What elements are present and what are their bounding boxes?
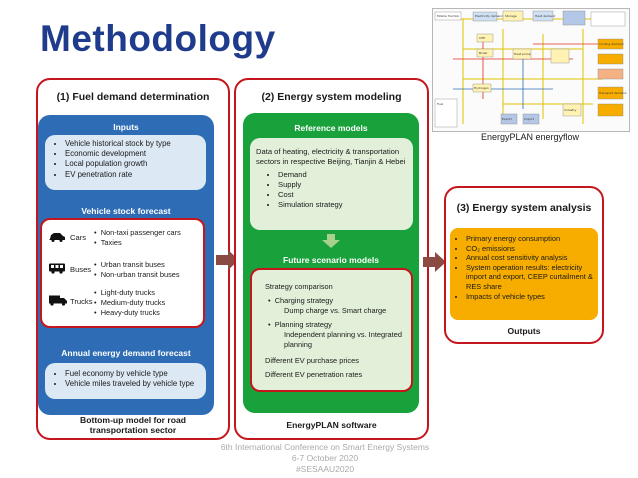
conference-footer: 6th International Conference on Smart En…: [180, 442, 470, 475]
input-item: Economic development: [65, 149, 202, 159]
vehicle-stock-heading: Vehicle stock forecast: [81, 206, 171, 216]
output-item: Impacts of vehicle types: [466, 292, 593, 302]
buses-item: Urban transit buses: [100, 260, 165, 269]
cars-list: • Non-taxi passenger cars • Taxies: [94, 228, 181, 247]
future-scenario-heading: Future scenario models: [283, 255, 379, 265]
annual-demand-heading: Annual energy demand forecast: [61, 348, 191, 358]
flow-node-boiler: Boiler: [479, 51, 488, 55]
arrow-to-analysis-icon: [423, 252, 446, 272]
flow-node-export: Export: [502, 117, 513, 121]
flow-node-import: Import: [524, 117, 535, 121]
strategy-comparison-label: Strategy comparison: [265, 282, 333, 291]
page-title: Methodology: [40, 18, 276, 59]
inputs-box: Vehicle historical stock by type Economi…: [45, 135, 206, 190]
arrow-to-modeling-icon: [216, 250, 239, 270]
ev-price-scenario: Different EV purchase prices: [265, 356, 359, 365]
flow-node-transport: Transport demand: [598, 91, 626, 95]
flow-node-heat: Heat demand: [535, 14, 555, 18]
charging-strategy-detail: Dump charge vs. Smart charge: [284, 306, 387, 315]
bottom-up-caption-line1: Bottom-up model for road: [80, 415, 186, 425]
conference-name: 6th International Conference on Smart En…: [220, 442, 430, 452]
reference-models-heading: Reference models: [294, 123, 368, 133]
flow-node-mobile: Mobile fraction: [437, 14, 459, 18]
trucks-label: Trucks: [70, 297, 93, 306]
buses-item: Non-urban transit buses: [100, 270, 180, 279]
vehicle-stock-box: Cars • Non-taxi passenger cars • Taxies …: [40, 218, 205, 328]
output-item: System operation results: electricity im…: [466, 263, 593, 292]
trucks-list: • Light-duty trucks • Medium-duty trucks…: [94, 288, 166, 317]
flow-node-hydrogen: Hydrogen: [474, 86, 489, 90]
flow-node-cooling: Cooling demand: [599, 42, 624, 46]
annual-demand-box: Fuel economy by vehicle type Vehicle mil…: [45, 363, 206, 399]
energyflow-diagram-svg: Mobile fraction Electricity demand Stora…: [434, 10, 626, 128]
flow-node-elec: Electricity demand: [475, 14, 503, 18]
energyplan-caption: EnergyPLAN software: [286, 420, 377, 430]
reference-item: Cost: [278, 190, 408, 200]
conference-dates: 6-7 October 2020: [291, 453, 359, 463]
buses-label: Buses: [70, 265, 92, 274]
output-item: CO₂ emissions: [466, 244, 593, 254]
reference-item: Demand: [278, 170, 408, 180]
outputs-box: Primary energy consumption CO₂ emissions…: [450, 228, 598, 320]
output-item: Annual cost sensitivity analysis: [466, 253, 593, 263]
trucks-item: Heavy-duty trucks: [100, 308, 160, 317]
bus-icon: [49, 263, 65, 274]
ev-penetration-scenario: Different EV penetration rates: [265, 370, 363, 379]
arrow-down-icon: [322, 234, 340, 248]
input-item: EV penetration rate: [65, 170, 202, 180]
energy-system-analysis-heading: (3) Energy system analysis: [456, 202, 592, 214]
reference-intro: Data of heating, electricity & transport…: [256, 147, 406, 166]
energyflow-diagram-image: Mobile fraction Electricity demand Stora…: [432, 8, 630, 132]
planning-strategy: • Planning strategy: [268, 320, 332, 329]
input-item: Vehicle historical stock by type: [65, 139, 202, 149]
energy-system-modeling-heading: (2) Energy system modeling: [261, 91, 402, 103]
annual-item: Fuel economy by vehicle type: [65, 369, 202, 379]
flow-node-industry: Industry: [564, 108, 577, 112]
cars-label: Cars: [70, 233, 87, 242]
outputs-caption: Outputs: [507, 326, 541, 336]
output-item: Primary energy consumption: [466, 234, 593, 244]
energyflow-caption: EnergyPLAN energyflow: [480, 132, 580, 142]
flow-node-chp: CHP: [479, 36, 485, 40]
annual-item: Vehicle miles traveled by vehicle type: [65, 379, 202, 389]
cars-item: Non-taxi passenger cars: [100, 228, 181, 237]
inputs-heading: Inputs: [113, 122, 139, 132]
conference-hashtag: #SESAAU2020: [295, 464, 355, 474]
car-icon: [49, 233, 65, 242]
reference-models-box: Data of heating, electricity & transport…: [250, 138, 413, 230]
trucks-item: Light-duty trucks: [100, 288, 155, 297]
flow-node-hp: Heat pump: [514, 52, 531, 56]
truck-icon: [49, 295, 67, 306]
buses-list: • Urban transit buses • Non-urban transi…: [94, 260, 180, 279]
bottom-up-caption-line2: transportation sector: [89, 425, 177, 435]
input-item: Local population growth: [65, 159, 202, 169]
planning-strategy-detail: Independent planning vs. Integrated plan…: [284, 330, 402, 349]
fuel-demand-heading: (1) Fuel demand determination: [56, 91, 210, 103]
cars-item: Taxies: [100, 238, 122, 247]
planning-strategy-title: Planning strategy: [274, 320, 332, 329]
future-scenario-box: Strategy comparison • Charging strategy …: [250, 268, 413, 392]
flow-node-fuel: Fuel: [437, 102, 443, 106]
charging-strategy: • Charging strategy: [268, 296, 334, 305]
bottom-up-caption: Bottom-up model for road transportation …: [36, 415, 230, 435]
trucks-item: Medium-duty trucks: [100, 298, 166, 307]
charging-strategy-title: Charging strategy: [274, 296, 334, 305]
reference-item: Supply: [278, 180, 408, 190]
flow-node-storage: Storage: [505, 14, 517, 18]
reference-item: Simulation strategy: [278, 200, 408, 210]
